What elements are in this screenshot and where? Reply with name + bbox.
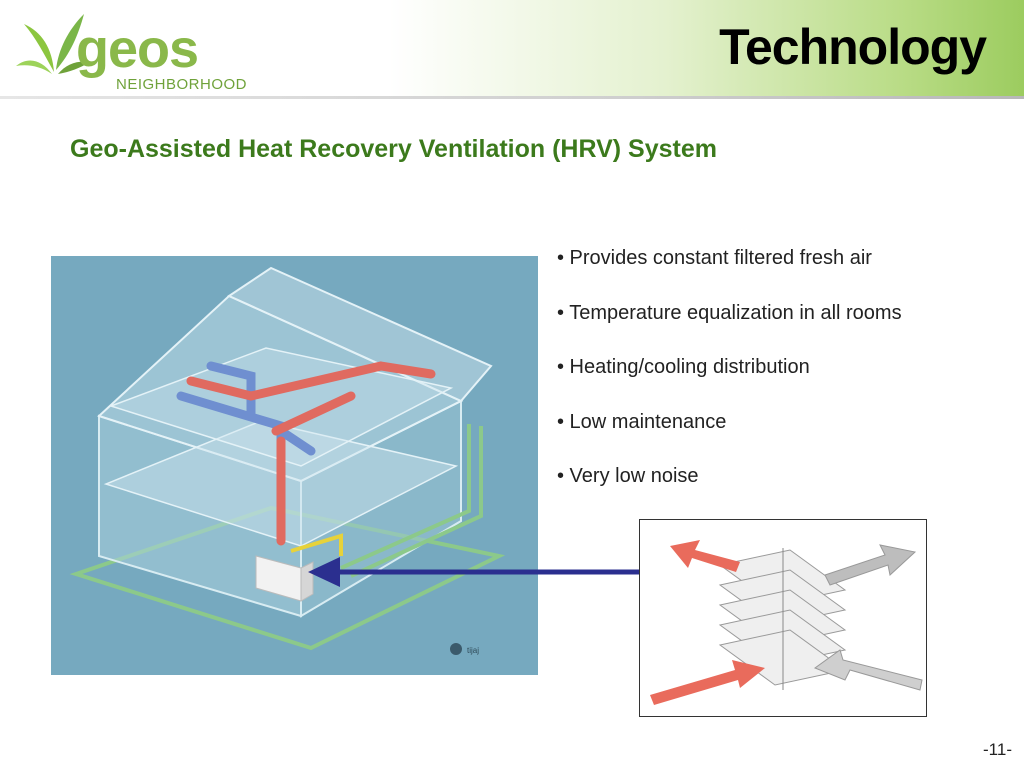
- geos-logo: geos NEIGHBORHOOD: [14, 4, 274, 94]
- page-number: -11-: [983, 740, 1012, 759]
- page-title: Technology: [719, 19, 987, 75]
- house-hrv-illustration: tijaj: [51, 256, 538, 675]
- feature-item: • Very low noise: [557, 465, 699, 487]
- feature-item: • Low maintenance: [557, 410, 727, 433]
- slide-subtitle: Geo-Assisted Heat Recovery Ventilation (…: [70, 135, 717, 163]
- feature-item: • Temperature equalization in all rooms: [557, 301, 902, 324]
- logo-wordmark: geos: [76, 19, 199, 79]
- logo-subtext: NEIGHBORHOOD: [116, 76, 248, 93]
- heat-exchanger-diagram: [639, 519, 927, 717]
- pointer-arrow: [300, 552, 645, 592]
- feature-list: • Provides constant filtered fresh air •…: [557, 245, 902, 518]
- header-bar: [0, 0, 1024, 97]
- header-divider: [0, 96, 1024, 99]
- feature-item: • Heating/cooling distribution: [557, 356, 810, 378]
- feature-item: • Provides constant filtered fresh air: [557, 247, 872, 269]
- leaf-icon: [16, 14, 90, 74]
- image-credit: tijaj: [467, 646, 479, 655]
